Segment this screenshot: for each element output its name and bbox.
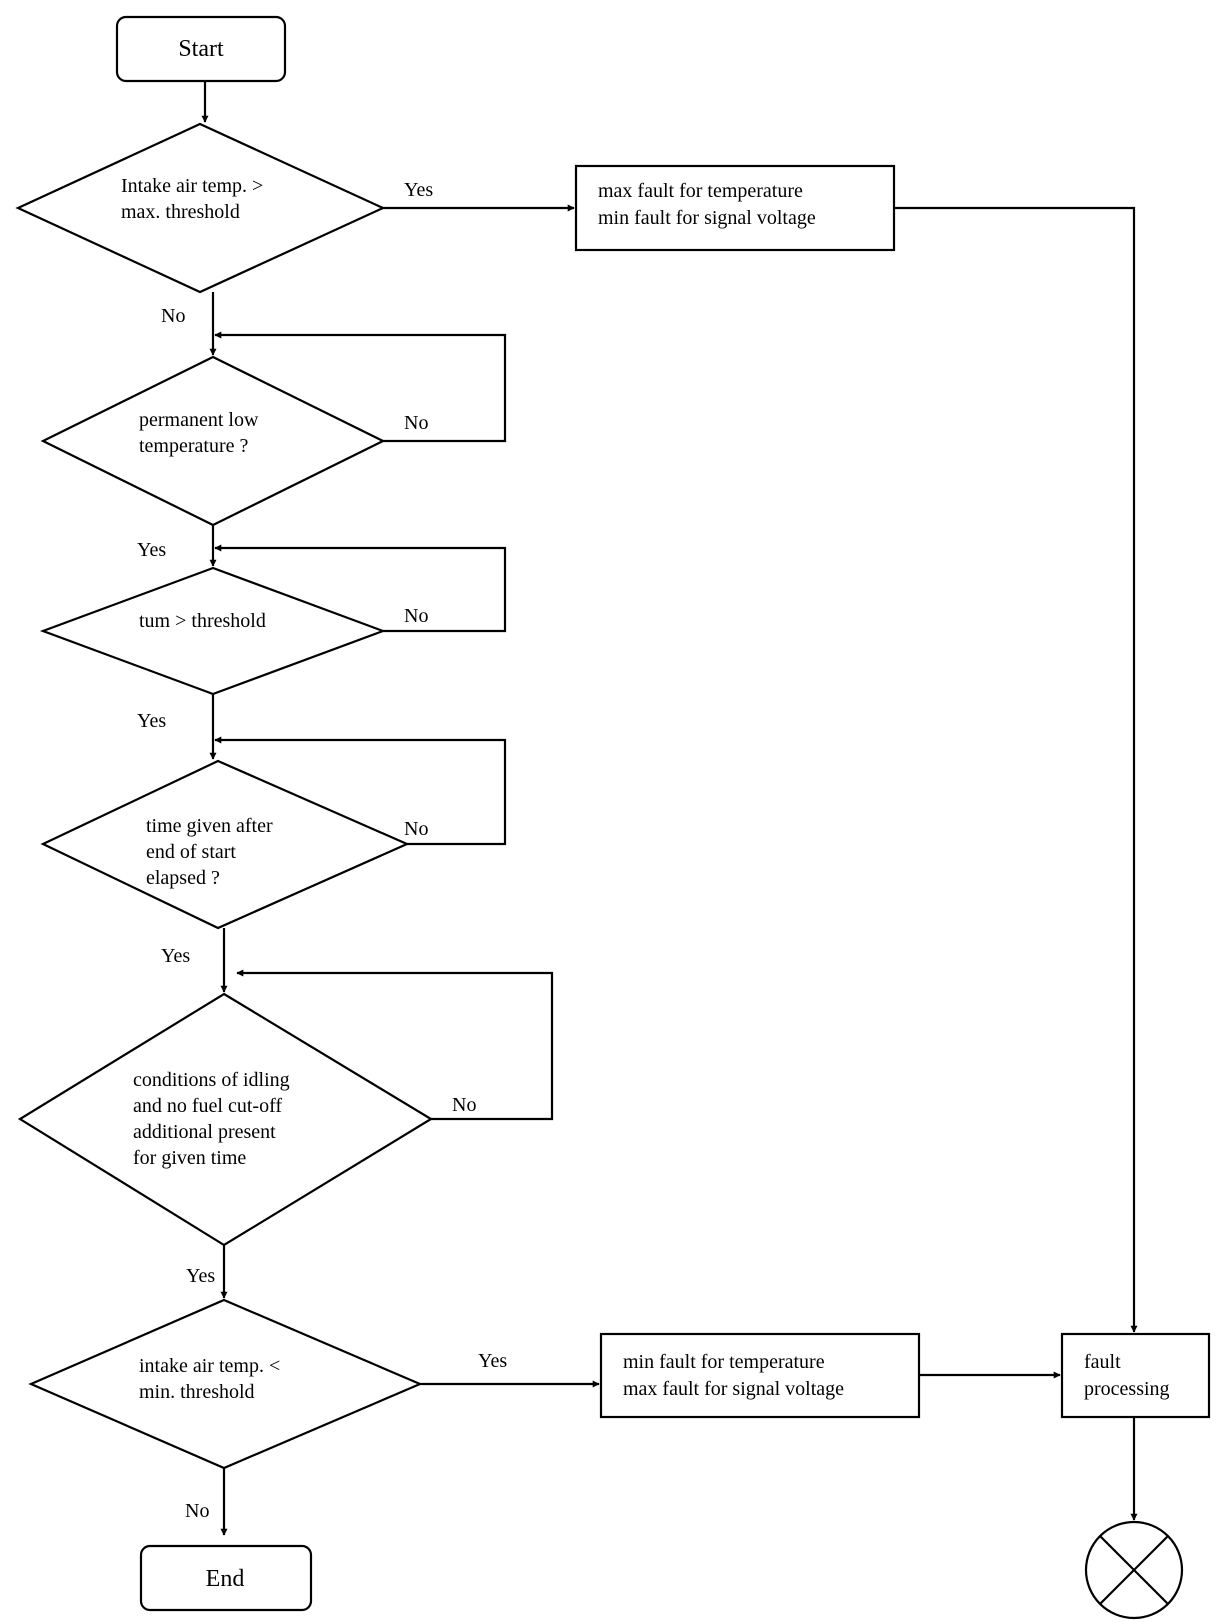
label-d6-yes: Yes: [478, 1350, 507, 1372]
terminator-x-circle: [1084, 1520, 1184, 1620]
loop-d4-no: [214, 736, 507, 846]
label-d2-no: No: [404, 412, 428, 434]
label-d4-yes: Yes: [161, 945, 190, 967]
connector-maxbox-fault: [894, 206, 1138, 1333]
label-d1-no: No: [161, 305, 185, 327]
decision-intake-max-text: Intake air temp. > max. threshold: [121, 175, 268, 223]
box-min-fault-text: min fault for temperature max fault for …: [623, 1351, 844, 1400]
fault-processing-box: [1060, 1332, 1211, 1419]
start-node: [115, 15, 287, 83]
end-node: [139, 1544, 313, 1612]
box-max-fault: [574, 164, 896, 252]
decision-idling-conditions-text: conditions of idling and no fuel cut-off…: [133, 1069, 295, 1169]
label-d3-yes: Yes: [137, 710, 166, 732]
label-d6-no: No: [185, 1500, 209, 1522]
decision-tum-threshold-text: tum > threshold: [139, 610, 266, 632]
decision-idling-conditions: [17, 992, 434, 1247]
decision-time-elapsed-text: time given after end of start elapsed ?: [146, 815, 278, 889]
decision-intake-max: [15, 122, 386, 294]
box-min-fault: [599, 1332, 921, 1419]
label-d3-no: No: [404, 605, 428, 627]
decision-permanent-low-text: permanent low temperature ?: [139, 409, 263, 457]
start-label: Start: [178, 36, 224, 62]
label-d2-yes: Yes: [137, 539, 166, 561]
label-d5-no: No: [452, 1094, 476, 1116]
box-max-fault-text: max fault for temperature min fault for …: [598, 180, 816, 229]
loop-d3-no: [214, 544, 507, 633]
fault-processing-text: fault processing: [1084, 1351, 1170, 1400]
end-label: End: [206, 1566, 245, 1592]
decision-time-elapsed: [40, 759, 410, 930]
decision-intake-min-text: intake air temp. < min. threshold: [139, 1355, 285, 1403]
label-d1-yes: Yes: [404, 179, 433, 201]
loop-d5-no: [236, 969, 554, 1121]
loop-d2-no: [214, 331, 507, 443]
label-d4-no: No: [404, 818, 428, 840]
label-d5-yes: Yes: [186, 1265, 215, 1287]
